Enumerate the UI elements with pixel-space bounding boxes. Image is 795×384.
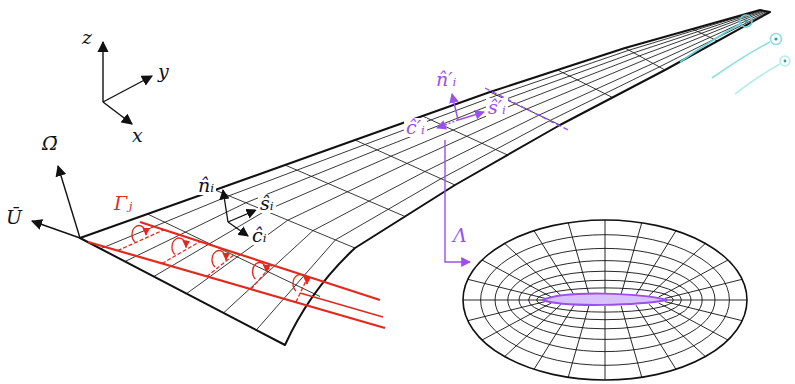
symbol-label: ŝᵢ (258, 194, 276, 213)
symbol-label: Ω̄ (40, 134, 60, 153)
axis-label: x (130, 126, 145, 145)
symbol-label: ĉᵢ (250, 226, 268, 245)
symbol-label: n̂ᵢ (196, 176, 216, 195)
section-frame (437, 88, 568, 262)
section-mesh (463, 220, 747, 380)
panel-grid (101, 10, 769, 330)
symbol-label: Λ (451, 226, 469, 245)
symbol-label: Γⱼ (112, 194, 134, 213)
tip-vortices (680, 15, 790, 94)
velocity-arrows (32, 166, 80, 238)
vortex-panels (88, 222, 385, 328)
wing-outline (80, 10, 770, 345)
symbol-label: ŝ′ᵢ (486, 98, 508, 117)
airfoil-section (543, 294, 667, 305)
axes (103, 42, 152, 124)
axis-label: y (156, 62, 171, 81)
axis-label: z (80, 28, 94, 47)
tip-vortex-cores (744, 19, 786, 62)
symbol-label: Ū (4, 208, 24, 227)
symbol-label: n̂′ᵢ (434, 70, 458, 89)
symbol-label: ĉ′ᵢ (404, 118, 427, 137)
